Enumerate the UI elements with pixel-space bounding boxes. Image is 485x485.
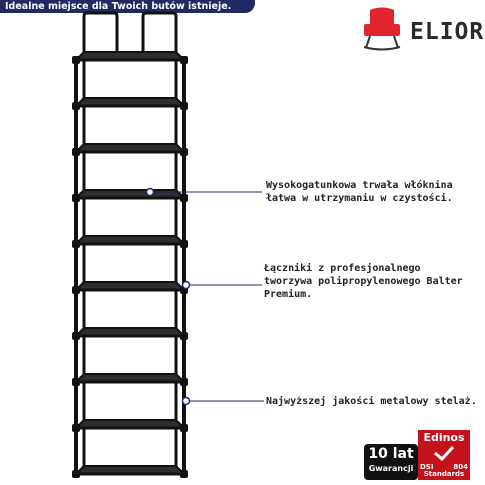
rack-connector	[180, 332, 188, 340]
headline-banner: Idealne miejsce dla Twoich butów istniej…	[0, 0, 255, 13]
callout-fabric: Wysokogatunkowa trwała włóknina łatwa w …	[266, 179, 453, 205]
shoe-rack-image	[72, 11, 188, 478]
rack-connector	[72, 286, 80, 294]
rack-connector	[180, 424, 188, 432]
rack-connector	[180, 378, 188, 386]
edinos-code: 804	[453, 463, 468, 471]
callout-line: tworzywa polipropylenowego Balter	[264, 276, 463, 287]
edinos-standards: Standards	[423, 470, 465, 478]
rack-connector	[72, 470, 80, 478]
rack-connector	[180, 194, 188, 202]
rack-handle	[82, 11, 119, 56]
rack-handle	[141, 11, 178, 56]
callout-line: Najwyższej jakości metalowy stelaż.	[266, 396, 477, 407]
checkmark-icon	[434, 445, 455, 461]
rack-connector	[72, 102, 80, 110]
rack-connector	[180, 240, 188, 248]
rack-connector	[72, 424, 80, 432]
edinos-dsi: DSI	[420, 463, 434, 471]
callout-line: Wysokogatunkowa trwała włóknina	[266, 180, 453, 191]
brand-name: ELIOR	[410, 19, 485, 45]
rack-connector	[180, 470, 188, 478]
callout-connectors: Łączniki z profesjonalnego tworzywa poli…	[264, 262, 463, 301]
rack-connector	[180, 286, 188, 294]
rack-connector	[72, 148, 80, 156]
callout-frame: Najwyższej jakości metalowy stelaż.	[266, 395, 477, 408]
warranty-label: Gwarancji	[368, 464, 414, 473]
callout-line: łatwa w utrzymaniu w czystości.	[266, 193, 453, 204]
armchair-icon	[363, 7, 401, 51]
brand-logo: ELIOR	[362, 6, 483, 54]
rack-connector	[72, 378, 80, 386]
warranty-badge: 10 lat Gwarancji	[364, 444, 418, 480]
edinos-title: Edinos	[423, 431, 465, 444]
rack-connector	[72, 194, 80, 202]
rack-connector	[72, 332, 80, 340]
headline-text: Idealne miejsce dla Twoich butów istniej…	[5, 1, 232, 12]
callout-line: Łączniki z profesjonalnego	[264, 263, 421, 274]
warranty-years: 10 lat	[368, 446, 414, 462]
rack-connector	[180, 148, 188, 156]
rack-connector	[180, 102, 188, 110]
rack-connector	[72, 56, 80, 64]
callout-line: Premium.	[264, 289, 313, 300]
edinos-badge: Edinos DSI 804 Standards	[418, 430, 470, 480]
rack-connector	[72, 240, 80, 248]
rack-connector	[180, 56, 188, 64]
